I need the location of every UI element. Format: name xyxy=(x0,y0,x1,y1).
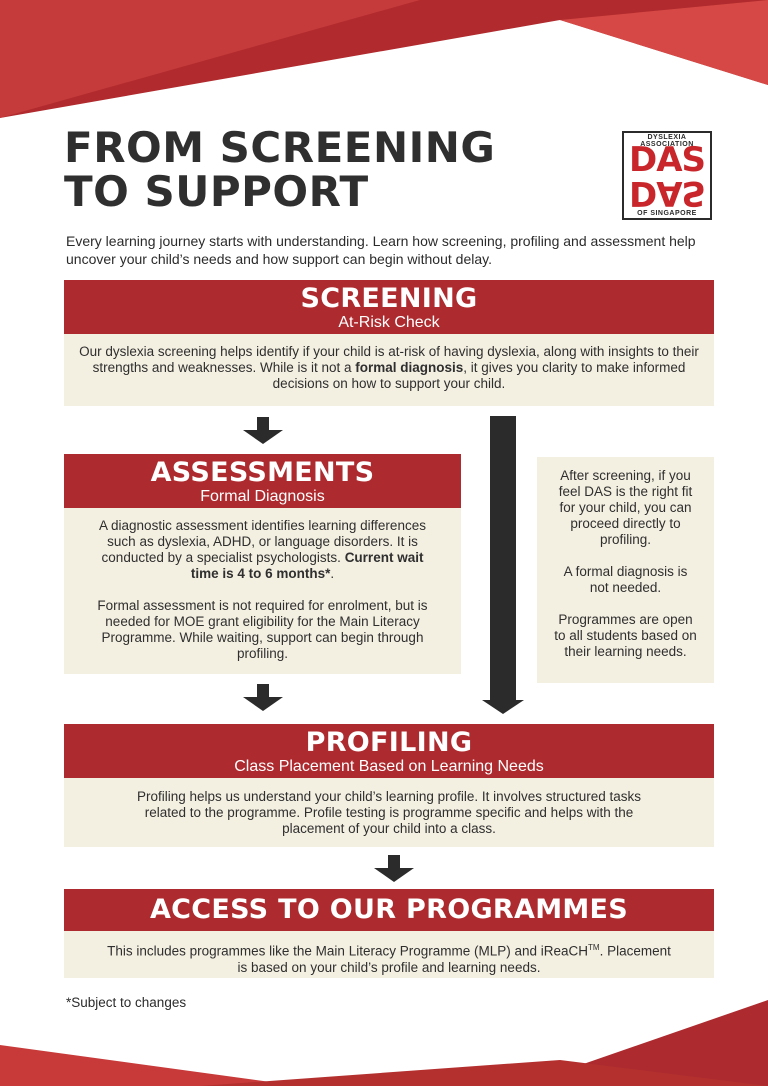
profiling-heading: PROFILING xyxy=(305,727,473,758)
profiling-subheading: Class Placement Based on Learning Needs xyxy=(234,758,544,775)
assessments-subheading: Formal Diagnosis xyxy=(200,488,325,505)
screening-subheading: At-Risk Check xyxy=(338,314,440,331)
screening-header: SCREENING At-Risk Check xyxy=(64,280,714,334)
arrow-screening-to-assessments xyxy=(257,417,269,431)
access-heading: ACCESS TO OUR PROGRAMMES xyxy=(149,894,629,925)
screening-body: Our dyslexia screening helps identify if… xyxy=(64,334,714,406)
assessments-heading: ASSESSMENTS xyxy=(150,457,375,488)
assessments-body: A diagnostic assessment identifies learn… xyxy=(64,508,461,674)
page-title: FROM SCREENING TO SUPPORT xyxy=(64,123,496,216)
profiling-body: Profiling helps us understand your child… xyxy=(64,778,714,847)
profiling-header: PROFILING Class Placement Based on Learn… xyxy=(64,724,714,778)
arrow-assessments-to-profiling xyxy=(257,684,269,698)
arrow-profiling-to-access xyxy=(388,855,400,869)
das-logo: DYSLEXIA ASSOCIATION DAS DAS OF SINGAPOR… xyxy=(622,131,712,220)
assessments-header: ASSESSMENTS Formal Diagnosis xyxy=(64,454,461,508)
arrow-head xyxy=(374,868,414,882)
arrow-head xyxy=(243,697,283,711)
intro-text: Every learning journey starts with under… xyxy=(66,233,696,267)
arrow-head xyxy=(482,700,524,714)
access-header: ACCESS TO OUR PROGRAMMES xyxy=(64,889,714,931)
side-note: After screening, if you feel DAS is the … xyxy=(537,457,714,683)
screening-heading: SCREENING xyxy=(300,283,478,314)
footnote: *Subject to changes xyxy=(66,995,187,1010)
access-body: This includes programmes like the Main L… xyxy=(64,931,714,978)
arrow-head xyxy=(243,430,283,444)
arrow-screening-to-profiling xyxy=(490,416,516,700)
